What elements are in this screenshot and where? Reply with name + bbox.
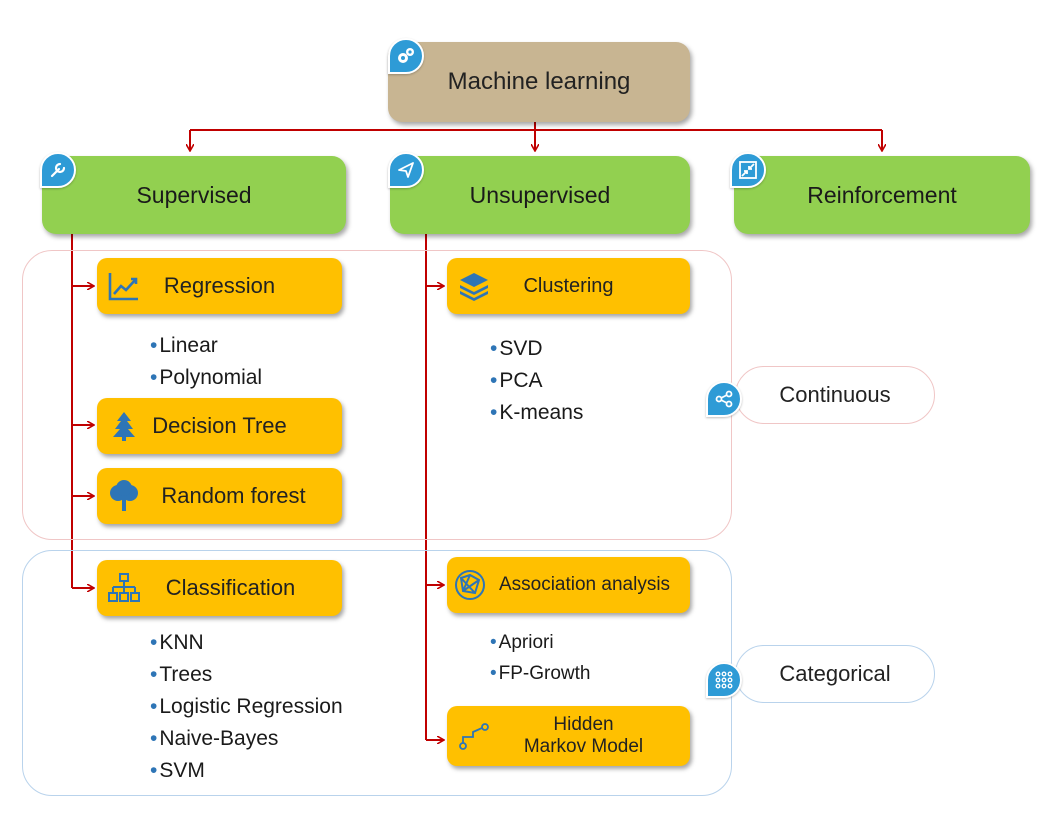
association-analysis-node: Association analysis: [447, 557, 690, 613]
decision-tree-node: Decision Tree: [97, 398, 342, 454]
reinforcement-label: Reinforcement: [807, 181, 957, 208]
classification-list: KNN Trees Logistic Regression Naive-Baye…: [150, 627, 343, 787]
path-nodes-icon: [459, 723, 489, 750]
regression-list: Linear Polynomial: [150, 330, 262, 394]
association-list: Apriori FP-Growth: [490, 627, 591, 689]
network-globe-icon: [455, 570, 485, 600]
classification-node: Classification: [97, 560, 342, 616]
line-chart-icon: [108, 273, 138, 301]
categorical-pill: Categorical: [735, 645, 935, 703]
list-item: Naive-Bayes: [150, 723, 343, 755]
list-item: K-means: [490, 397, 583, 429]
list-item: Apriori: [490, 627, 591, 658]
list-item: Trees: [150, 659, 343, 691]
random-forest-label: Random forest: [161, 483, 306, 509]
list-item: Linear: [150, 330, 262, 362]
layers-icon: [460, 273, 488, 301]
list-item: KNN: [150, 627, 343, 659]
hidden-markov-model-node: Hidden Markov Model: [447, 706, 690, 766]
categorical-label: Categorical: [779, 661, 891, 686]
classification-label: Classification: [165, 575, 296, 601]
reinforcement-node: Reinforcement: [734, 156, 1030, 234]
supervised-node: Supervised: [42, 156, 346, 234]
random-forest-node: Random forest: [97, 468, 342, 524]
pine-tree-icon: [113, 412, 135, 441]
gears-icon: [388, 38, 424, 74]
tree-icon: [110, 480, 138, 511]
collapse-arrows-icon: [730, 152, 766, 188]
share-icon: [706, 381, 742, 417]
list-item: SVM: [150, 755, 343, 787]
clustering-node: Clustering: [447, 258, 690, 314]
regression-node: Regression: [97, 258, 342, 314]
supervised-label: Supervised: [136, 181, 252, 208]
machine-learning-node: Machine learning: [388, 42, 690, 122]
unsupervised-label: Unsupervised: [469, 181, 611, 208]
list-item: PCA: [490, 365, 583, 397]
hmm-label-line2: Markov Model: [523, 736, 644, 757]
clustering-label: Clustering: [523, 274, 614, 297]
regression-label: Regression: [163, 273, 276, 299]
clustering-list: SVD PCA K-means: [490, 333, 583, 429]
list-item: FP-Growth: [490, 658, 591, 689]
continuous-pill: Continuous: [735, 366, 935, 424]
paper-plane-icon: [388, 152, 424, 188]
list-item: Logistic Regression: [150, 691, 342, 723]
unsupervised-node: Unsupervised: [390, 156, 690, 234]
list-item: SVD: [490, 333, 583, 365]
wrench-icon: [40, 152, 76, 188]
hmm-label-line1: Hidden: [553, 714, 614, 736]
association-analysis-label: Association analysis: [498, 574, 671, 596]
dot-grid-icon: [706, 662, 742, 698]
decision-tree-label: Decision Tree: [152, 413, 287, 439]
machine-learning-label: Machine learning: [447, 68, 631, 96]
list-item: Polynomial: [150, 362, 262, 394]
continuous-label: Continuous: [779, 382, 891, 407]
hierarchy-icon: [108, 573, 140, 602]
